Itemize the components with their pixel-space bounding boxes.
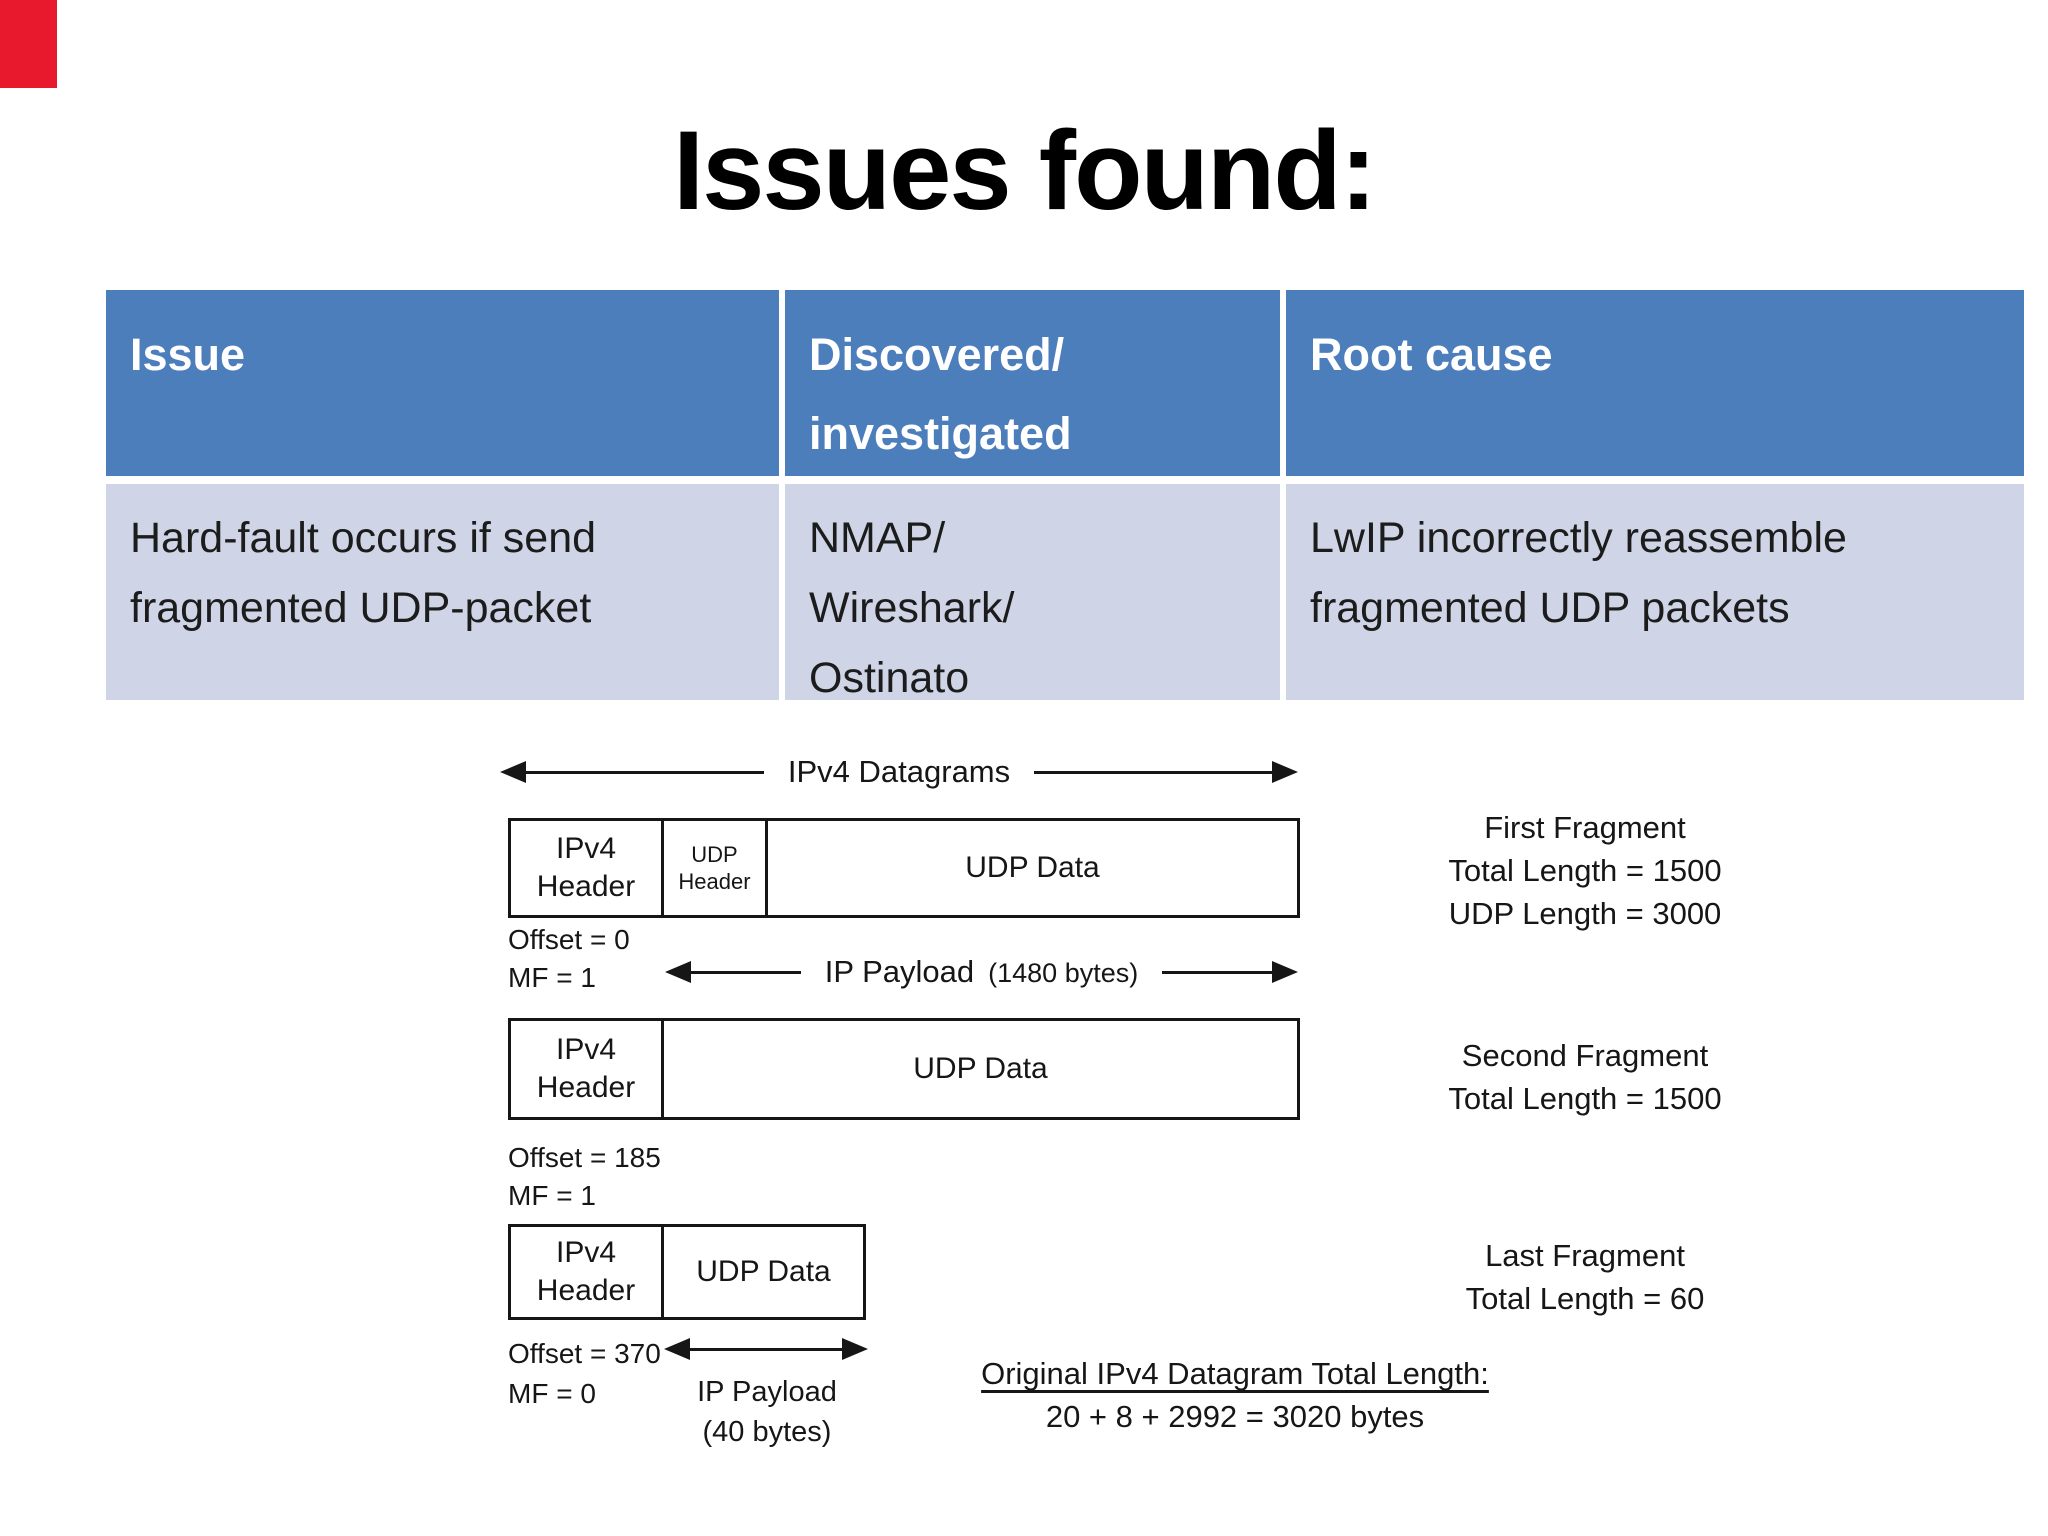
second-fragment-label: Second Fragment Total Length = 1500 (1448, 1038, 1722, 1116)
ip-payload-40-label: IP Payload (40 bytes) (612, 1372, 922, 1452)
arrow-left-head-icon (665, 961, 691, 983)
second-fragment-box: IPv4 Header UDP Data (508, 1018, 1300, 1120)
arrow-right-head-icon (1272, 961, 1298, 983)
table-header-row: Issue Discovered/ investigated Root caus… (106, 290, 2024, 476)
arrow-shaft (526, 770, 764, 774)
ip-payload-text: IP Payload (824, 954, 975, 989)
frag2-offset-label: Offset = 185 (508, 1142, 661, 1173)
original-total-title: Original IPv4 Datagram Total Length: (981, 1356, 1489, 1391)
ipv4-datagrams-arrow-label: IPv4 Datagrams (787, 754, 1011, 789)
last-fragment-label: Last Fragment Total Length = 60 (1465, 1238, 1705, 1316)
original-total-length: Original IPv4 Datagram Total Length: 20 … (925, 1352, 1545, 1438)
col-header-root-cause: Root cause (1286, 290, 2024, 476)
arrow-shaft (691, 970, 801, 974)
last-fragment-box: IPv4 Header UDP Data (508, 1224, 866, 1320)
ipv4-header-cell: IPv4 Header (536, 1236, 636, 1307)
frag1-offset-label: Offset = 0 (508, 924, 630, 955)
ip-payload-1480-arrow: IP Payload (1480 bytes) (665, 954, 1298, 989)
cell-discovered: NMAP/ Wireshark/ Ostinato (785, 484, 1280, 702)
first-fragment-box: IPv4 Header UDP Header UDP Data (508, 818, 1300, 918)
col-header-issue: Issue (106, 290, 779, 476)
col-header-discovered: Discovered/ investigated (785, 290, 1280, 476)
arrow-shaft (1034, 770, 1273, 774)
arrow-shaft (690, 1347, 842, 1351)
cell-issue: Hard-fault occurs if send fragmented UDP… (106, 484, 779, 700)
original-total-sum: 20 + 8 + 2992 = 3020 bytes (1045, 1399, 1425, 1434)
frag2-mf-label: MF = 1 (508, 1180, 596, 1211)
arrow-left-head-icon (500, 761, 526, 783)
cell-root-cause: LwIP incorrectly reassemble fragmented U… (1286, 484, 2024, 700)
slide-title: Issues found: (672, 108, 1377, 233)
udp-data-cell: UDP Data (661, 1021, 1297, 1117)
ip-payload-bytes-text: (40 bytes) (702, 1416, 832, 1448)
arrow-right-head-icon (1272, 761, 1299, 783)
ip-payload-bytes-text: (1480 bytes) (988, 958, 1139, 988)
red-corner-marker (0, 0, 57, 88)
udp-data-cell: UDP Data (765, 821, 1297, 915)
ip-payload-40-arrow (664, 1336, 868, 1362)
ipv4-datagrams-arrow: IPv4 Datagrams (500, 754, 1299, 789)
arrow-shaft (1162, 970, 1272, 974)
frag3-mf-label: MF = 0 (508, 1378, 596, 1409)
ipv4-header-cell: IPv4 Header (536, 832, 636, 903)
table-row: Hard-fault occurs if send fragmented UDP… (106, 484, 2024, 702)
frag1-mf-label: MF = 1 (508, 962, 596, 993)
first-fragment-label: First Fragment Total Length = 1500 UDP L… (1448, 810, 1722, 931)
issues-table: Issue Discovered/ investigated Root caus… (106, 290, 2024, 702)
ip-payload-text: IP Payload (697, 1376, 837, 1408)
ip-payload-1480-label: IP Payload (1480 bytes) (801, 954, 1162, 990)
arrow-right-head-icon (842, 1338, 868, 1360)
ipv4-header-cell: IPv4 Header (536, 1033, 636, 1104)
frag3-offset-label: Offset = 370 (508, 1338, 661, 1369)
udp-data-cell: UDP Data (661, 1227, 863, 1317)
arrow-left-head-icon (664, 1338, 690, 1360)
udp-header-cell: UDP Header (661, 821, 765, 915)
